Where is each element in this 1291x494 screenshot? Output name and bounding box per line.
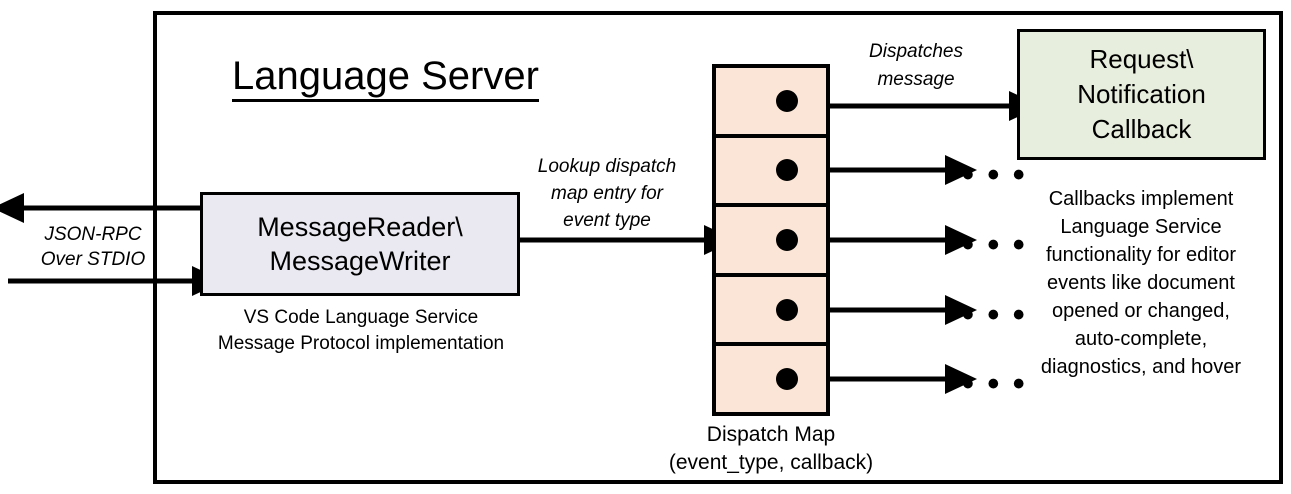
ellipsis-marker: • • • — [962, 365, 1027, 403]
callback-caption-line3: functionality for editor — [1045, 244, 1237, 266]
message-reader-caption-line1: VS Code Language Service — [243, 307, 479, 328]
dispatch-entry-dot-icon — [776, 368, 798, 391]
callback-caption-line7: diagnostics, and hover — [1040, 356, 1242, 378]
dispatch-map-cell — [716, 346, 826, 412]
dispatch-map-node — [712, 64, 830, 416]
transport-label: JSON-RPC Over STDIO — [18, 222, 168, 272]
dispatch-map-cell — [716, 138, 826, 208]
dispatch-entry-dot-icon — [776, 89, 798, 112]
dispatches-edge-label-line1: Dispatches — [869, 41, 963, 62]
transport-label-line1: JSON-RPC — [44, 224, 142, 245]
page-title-text: Language Server — [232, 54, 539, 102]
transport-label-line2: Over STDIO — [40, 249, 146, 270]
dispatch-entry-dot-icon — [776, 228, 798, 251]
callback-caption: Callbacks implement Language Service fun… — [1010, 185, 1272, 381]
callback-line3: Callback — [1091, 114, 1192, 144]
dispatch-entry-dot-icon — [776, 159, 798, 182]
lookup-edge-label: Lookup dispatch map entry for event type — [512, 153, 702, 234]
lookup-edge-label-line3: event type — [563, 210, 651, 231]
dispatches-edge-label: Dispatches message — [836, 38, 996, 94]
ellipsis-marker: • • • — [962, 296, 1027, 334]
message-reader-caption-line2: Message Protocol implementation — [217, 333, 505, 354]
callback-caption-line4: events like document — [1047, 272, 1235, 294]
dispatches-edge-label-line2: message — [877, 69, 955, 90]
message-reader-line2: MessageWriter — [269, 246, 451, 276]
dispatch-map-cell — [716, 68, 826, 138]
page-title: Language Server — [232, 52, 539, 102]
callback-line2: Notification — [1077, 79, 1206, 109]
message-reader-caption: VS Code Language Service Message Protoco… — [200, 305, 522, 357]
dispatch-map-caption-line1: Dispatch Map — [706, 423, 836, 446]
dispatch-map-caption-line2: (event_type, callback) — [668, 451, 874, 474]
callback-caption-line2: Language Service — [1060, 216, 1222, 238]
callback-caption-line1: Callbacks implement — [1048, 188, 1234, 210]
request-notification-callback-node: Request\ Notification Callback — [1017, 29, 1266, 160]
callback-caption-line6: auto-complete, — [1074, 328, 1208, 350]
message-reader-line1: MessageReader\ — [257, 212, 463, 242]
callback-caption-line5: opened or changed, — [1052, 300, 1230, 322]
lookup-edge-label-line2: map entry for — [551, 183, 663, 204]
dispatch-map-cell — [716, 207, 826, 277]
callback-line1: Request\ — [1089, 44, 1194, 74]
language-server-container — [153, 11, 1283, 484]
ellipsis-marker: • • • — [962, 226, 1027, 264]
dispatch-map-caption: Dispatch Map (event_type, callback) — [648, 421, 894, 477]
ellipsis-marker: • • • — [962, 156, 1027, 194]
lookup-edge-label-line1: Lookup dispatch — [537, 156, 677, 177]
dispatch-entry-dot-icon — [776, 298, 798, 321]
dispatch-map-cell — [716, 277, 826, 347]
message-reader-writer-node: MessageReader\ MessageWriter — [200, 192, 520, 296]
